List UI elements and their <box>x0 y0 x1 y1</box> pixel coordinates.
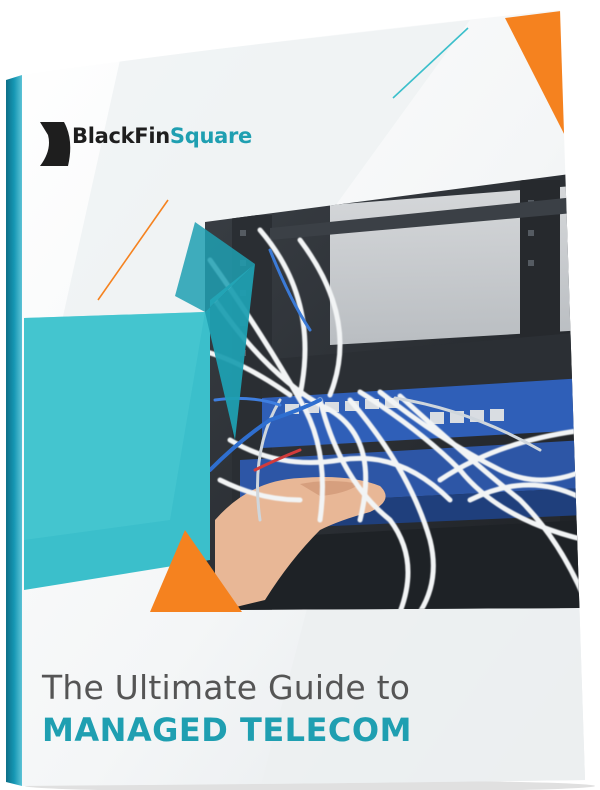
network-switch-cabling-photo <box>205 172 585 610</box>
blackfin-fin-icon <box>40 122 71 166</box>
orange-triangle-shape <box>150 530 242 612</box>
brand-name-black: BlackFin <box>72 124 170 148</box>
cover-title-line2: MANAGED TELECOM <box>42 711 412 749</box>
book-spine <box>6 75 22 786</box>
cover-title-line1: The Ultimate Guide to <box>41 668 410 707</box>
brand-name-teal: Square <box>170 124 252 148</box>
brand-wordmark: BlackFinSquare <box>72 124 252 148</box>
brand-logo: BlackFinSquare <box>40 122 252 166</box>
